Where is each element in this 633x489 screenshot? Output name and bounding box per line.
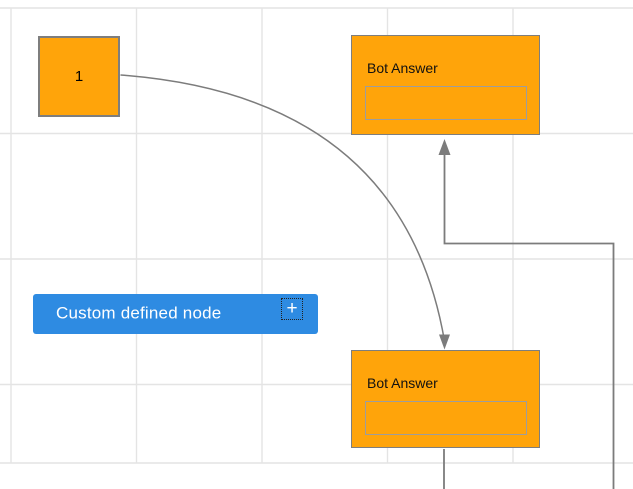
arrowhead-down-icon bbox=[439, 334, 450, 350]
arrowhead-up-icon bbox=[438, 139, 451, 155]
node-bot-answer-top[interactable]: Bot Answer bbox=[351, 35, 540, 135]
bot-answer-field[interactable] bbox=[365, 86, 527, 120]
node-bot-answer-bottom[interactable]: Bot Answer bbox=[351, 350, 540, 448]
add-port-button[interactable]: + bbox=[281, 298, 303, 320]
node-custom-defined[interactable]: Custom defined node + bbox=[33, 294, 318, 334]
curved-connector[interactable] bbox=[120, 74, 451, 350]
node-start-label: 1 bbox=[74, 68, 84, 85]
curved-connector-path[interactable] bbox=[120, 74, 446, 342]
node-title: Bot Answer bbox=[367, 375, 438, 391]
orthogonal-connector[interactable] bbox=[438, 139, 615, 489]
custom-node-label: Custom defined node bbox=[56, 303, 222, 323]
node-start[interactable]: 1 bbox=[38, 36, 120, 117]
bot-answer-field[interactable] bbox=[365, 401, 527, 435]
node-title: Bot Answer bbox=[367, 60, 438, 76]
orthogonal-connector-path[interactable] bbox=[443, 154, 615, 489]
plus-icon: + bbox=[286, 298, 298, 319]
